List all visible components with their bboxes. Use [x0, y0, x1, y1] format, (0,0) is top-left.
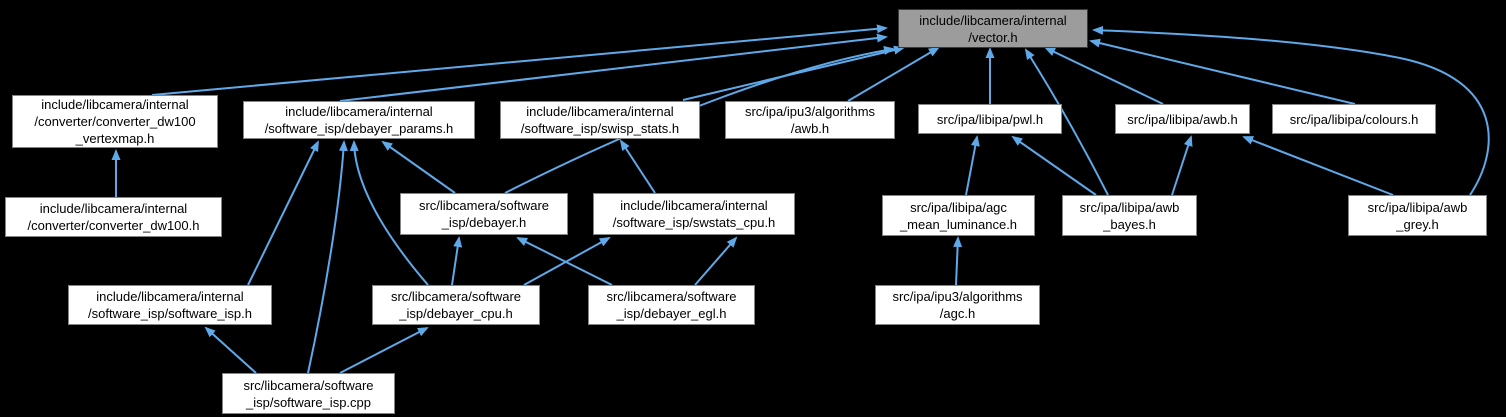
node-ipu3-awb-h[interactable]: src/ipa/ipu3/algorithms /awb.h	[725, 101, 895, 139]
node-label-swstats-cpu-h: include/libcamera/internal /software_isp…	[612, 198, 776, 230]
edge-converter-dw100-vertexmap-h-to-vector-h	[151, 24, 888, 96]
node-label-vector-h: include/libcamera/internal /vector.h	[919, 12, 1067, 45]
node-debayer-egl-h[interactable]: src/libcamera/software _isp/debayer_egl.…	[588, 285, 755, 325]
edge-debayer-cpu-h-to-debayer-h	[451, 236, 463, 286]
node-label-pwl-h: src/ipa/libipa/pwl.h	[936, 111, 1044, 127]
edge-awb-bayes-h-to-libipa-awb-h	[1171, 135, 1193, 196]
node-colours-h[interactable]: src/ipa/libipa/colours.h	[1272, 104, 1436, 134]
node-awb-bayes-h[interactable]: src/ipa/libipa/awb _bayes.h	[1062, 195, 1197, 236]
node-software-isp-cpp[interactable]: src/libcamera/software _isp/software_isp…	[222, 373, 395, 414]
edge-awb-grey-h-to-libipa-awb-h	[1242, 136, 1394, 196]
node-label-libipa-awb-h: src/ipa/libipa/awb.h	[1127, 111, 1238, 127]
node-debayer-h[interactable]: src/libcamera/software _isp/debayer.h	[400, 193, 568, 235]
node-label-software-isp-h: include/libcamera/internal /software_isp…	[87, 289, 253, 321]
node-label-awb-grey-h: src/ipa/libipa/awb _grey.h	[1367, 199, 1468, 232]
node-label-debayer-h: src/libcamera/software _isp/debayer.h	[418, 198, 550, 230]
node-agc-mean-luminance-h[interactable]: src/ipa/libipa/agc _mean_luminance.h	[882, 195, 1035, 236]
edge-ipu3-awb-h-to-vector-h	[847, 46, 940, 102]
node-software-isp-h[interactable]: include/libcamera/internal /software_isp…	[68, 285, 272, 325]
node-libipa-awb-h[interactable]: src/ipa/libipa/awb.h	[1115, 104, 1250, 134]
edge-swisp-stats-h-to-vector-h	[682, 45, 905, 101]
edge-awb-bayes-h-to-pwl-h	[1011, 135, 1097, 196]
edge-debayer-cpu-h-to-swstats-cpu-h	[523, 237, 611, 286]
node-ipu3-agc-h[interactable]: src/ipa/ipu3/algorithms /agc.h	[875, 285, 1040, 325]
edge-colours-h-to-vector-h	[1089, 38, 1356, 105]
node-label-ipu3-awb-h: src/ipa/ipu3/algorithms /awb.h	[744, 104, 876, 136]
edge-debayer-egl-h-to-swstats-cpu-h	[694, 236, 738, 286]
node-label-ipu3-agc-h: src/ipa/ipu3/algorithms /agc.h	[892, 289, 1023, 321]
node-label-awb-bayes-h: src/ipa/libipa/awb _bayes.h	[1079, 199, 1180, 232]
edge-ipu3-agc-h-to-agc-mean-luminance-h	[953, 236, 963, 286]
edge-awb-bayes-h-to-vector-h	[1024, 48, 1109, 196]
edge-libipa-awb-h-to-vector-h	[1044, 47, 1164, 105]
edge-debayer-params-h-to-vector-h	[339, 33, 888, 102]
node-label-swisp-stats-h: include/libcamera/internal /software_isp…	[520, 104, 680, 136]
edge-software-isp-h-to-debayer-params-h	[247, 140, 319, 286]
node-converter-dw100-vertexmap-h[interactable]: include/libcamera/internal /converter/co…	[12, 95, 218, 148]
edge-awb-grey-h-to-vector-h	[1092, 25, 1490, 196]
edge-swstats-cpu-h-to-swisp-stats-h	[619, 139, 656, 194]
edge-debayer-h-to-debayer-params-h	[381, 140, 456, 194]
edge-software-isp-cpp-to-debayer-params-h	[307, 140, 348, 374]
node-vector-h: include/libcamera/internal /vector.h	[898, 9, 1088, 48]
node-converter-dw100-h[interactable]: include/libcamera/internal /converter/co…	[5, 197, 222, 237]
edge-debayer-cpu-h-to-debayer-params-h	[349, 140, 429, 286]
node-awb-grey-h[interactable]: src/ipa/libipa/awb _grey.h	[1348, 195, 1487, 236]
edge-software-isp-cpp-to-debayer-cpu-h	[339, 327, 429, 374]
node-label-colours-h: src/ipa/libipa/colours.h	[1289, 111, 1419, 127]
node-debayer-cpu-h[interactable]: src/libcamera/software _isp/debayer_cpu.…	[372, 285, 540, 325]
node-label-converter-dw100-h: include/libcamera/internal /converter/co…	[27, 201, 200, 233]
node-swstats-cpu-h[interactable]: include/libcamera/internal /software_isp…	[593, 193, 795, 235]
node-label-agc-mean-luminance-h: src/ipa/libipa/agc _mean_luminance.h	[899, 199, 1018, 232]
node-label-debayer-params-h: include/libcamera/internal /software_isp…	[264, 104, 454, 136]
node-label-software-isp-cpp: src/libcamera/software _isp/software_isp…	[243, 377, 374, 410]
edge-software-isp-cpp-to-software-isp-h	[204, 326, 257, 374]
node-debayer-params-h[interactable]: include/libcamera/internal /software_isp…	[243, 101, 475, 139]
node-label-debayer-egl-h: src/libcamera/software _isp/debayer_egl.…	[606, 289, 737, 321]
node-label-debayer-cpu-h: src/libcamera/software _isp/debayer_cpu.…	[390, 289, 522, 321]
edge-agc-mean-luminance-h-to-pwl-h	[965, 135, 980, 196]
node-swisp-stats-h[interactable]: include/libcamera/internal /software_isp…	[500, 101, 700, 139]
edge-debayer-h-to-vector-h	[504, 46, 895, 194]
node-pwl-h[interactable]: src/ipa/libipa/pwl.h	[918, 104, 1062, 134]
node-label-converter-dw100-vertexmap-h: include/libcamera/internal /converter/co…	[34, 97, 196, 146]
